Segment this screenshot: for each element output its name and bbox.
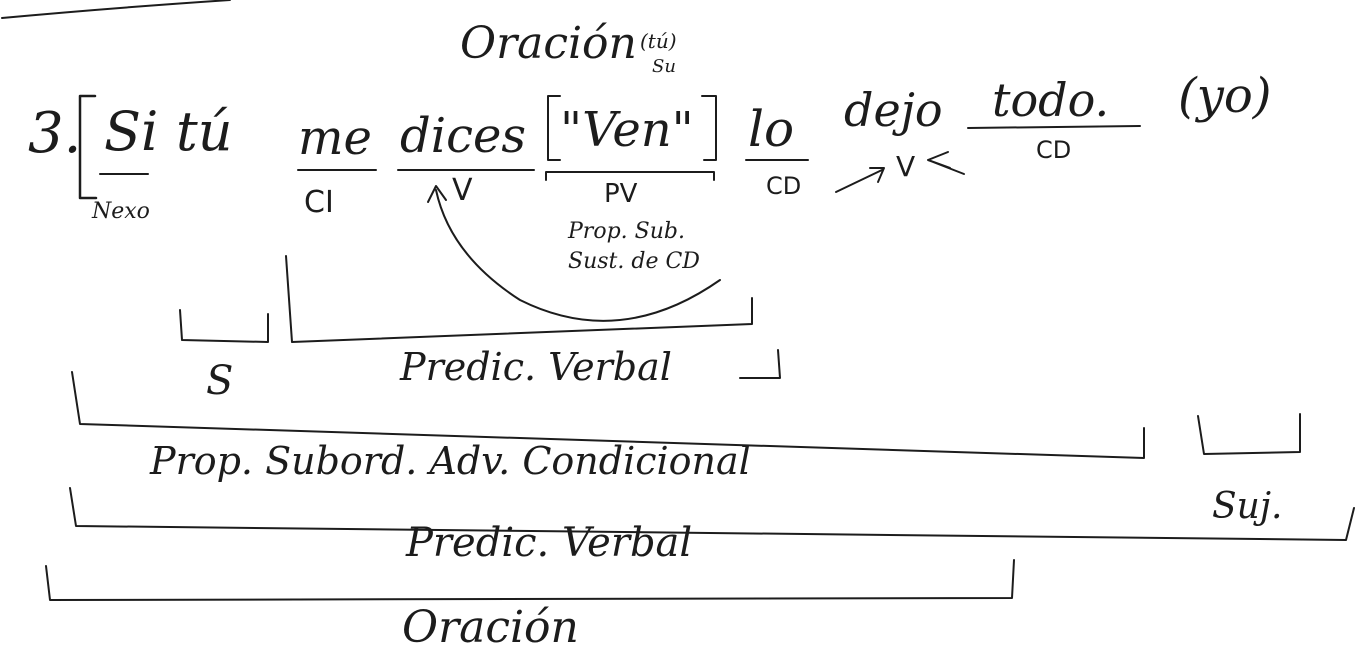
label-cd-todo: CD [1036, 136, 1071, 164]
label-v-dejo: V [896, 150, 915, 183]
cd-arrowhead [427, 185, 447, 203]
todo-underline [967, 125, 1141, 129]
word-dices: dices [400, 108, 526, 164]
oracion-bracket [45, 559, 1015, 601]
s-bracket [179, 309, 269, 343]
label-ci: CI [304, 185, 334, 220]
label-predic-verbal-outer: Predic. Verbal [405, 520, 692, 566]
label-sust-cd: Sust. de CD [568, 249, 700, 274]
label-prop-subord: Prop. Subord. Adv. Condicional [149, 439, 751, 483]
label-cd-lo: CD [766, 172, 801, 200]
word-tu: tú [176, 100, 232, 163]
label-pv: PV [604, 179, 638, 209]
label-s: S [206, 358, 233, 404]
label-oracion: Oración [402, 602, 579, 653]
inner-predic-bracket-a [285, 255, 753, 343]
word-yo: (yo) [1178, 68, 1271, 124]
label-prop-sub: Prop. Sub. [567, 219, 685, 244]
suj-note: Su [652, 56, 676, 77]
label-predic-verbal-inner: Predic. Verbal [399, 345, 672, 389]
label-nexo: Nexo [91, 199, 150, 224]
label-v-dices: V [452, 173, 473, 208]
pv-bracket [545, 171, 715, 181]
word-todo: todo. [992, 73, 1109, 127]
tu-note: (tú) [640, 29, 677, 53]
sentence-number: 3. [28, 101, 81, 166]
arrow-to-dejo [835, 167, 885, 193]
top-edge-stroke [1, 0, 231, 19]
ven-bracket-left [547, 95, 561, 161]
word-me: me [298, 110, 372, 166]
word-dejo: dejo [844, 83, 943, 137]
word-ven: "Ven" [560, 102, 694, 158]
word-si: Si [104, 100, 158, 163]
outer-predic-bracket [69, 487, 1355, 541]
arrow-from-todo [927, 151, 965, 175]
inner-predic-bracket-b [739, 349, 781, 379]
label-suj: Suj. [1212, 486, 1282, 527]
prop-subord-bracket [71, 371, 1145, 459]
word-lo: lo [748, 100, 794, 158]
suj-bracket [1197, 413, 1301, 455]
ven-bracket-right [701, 95, 717, 161]
top-title: Oración [460, 18, 637, 69]
opening-bracket [78, 94, 98, 200]
cd-arrow-curve [435, 189, 721, 322]
